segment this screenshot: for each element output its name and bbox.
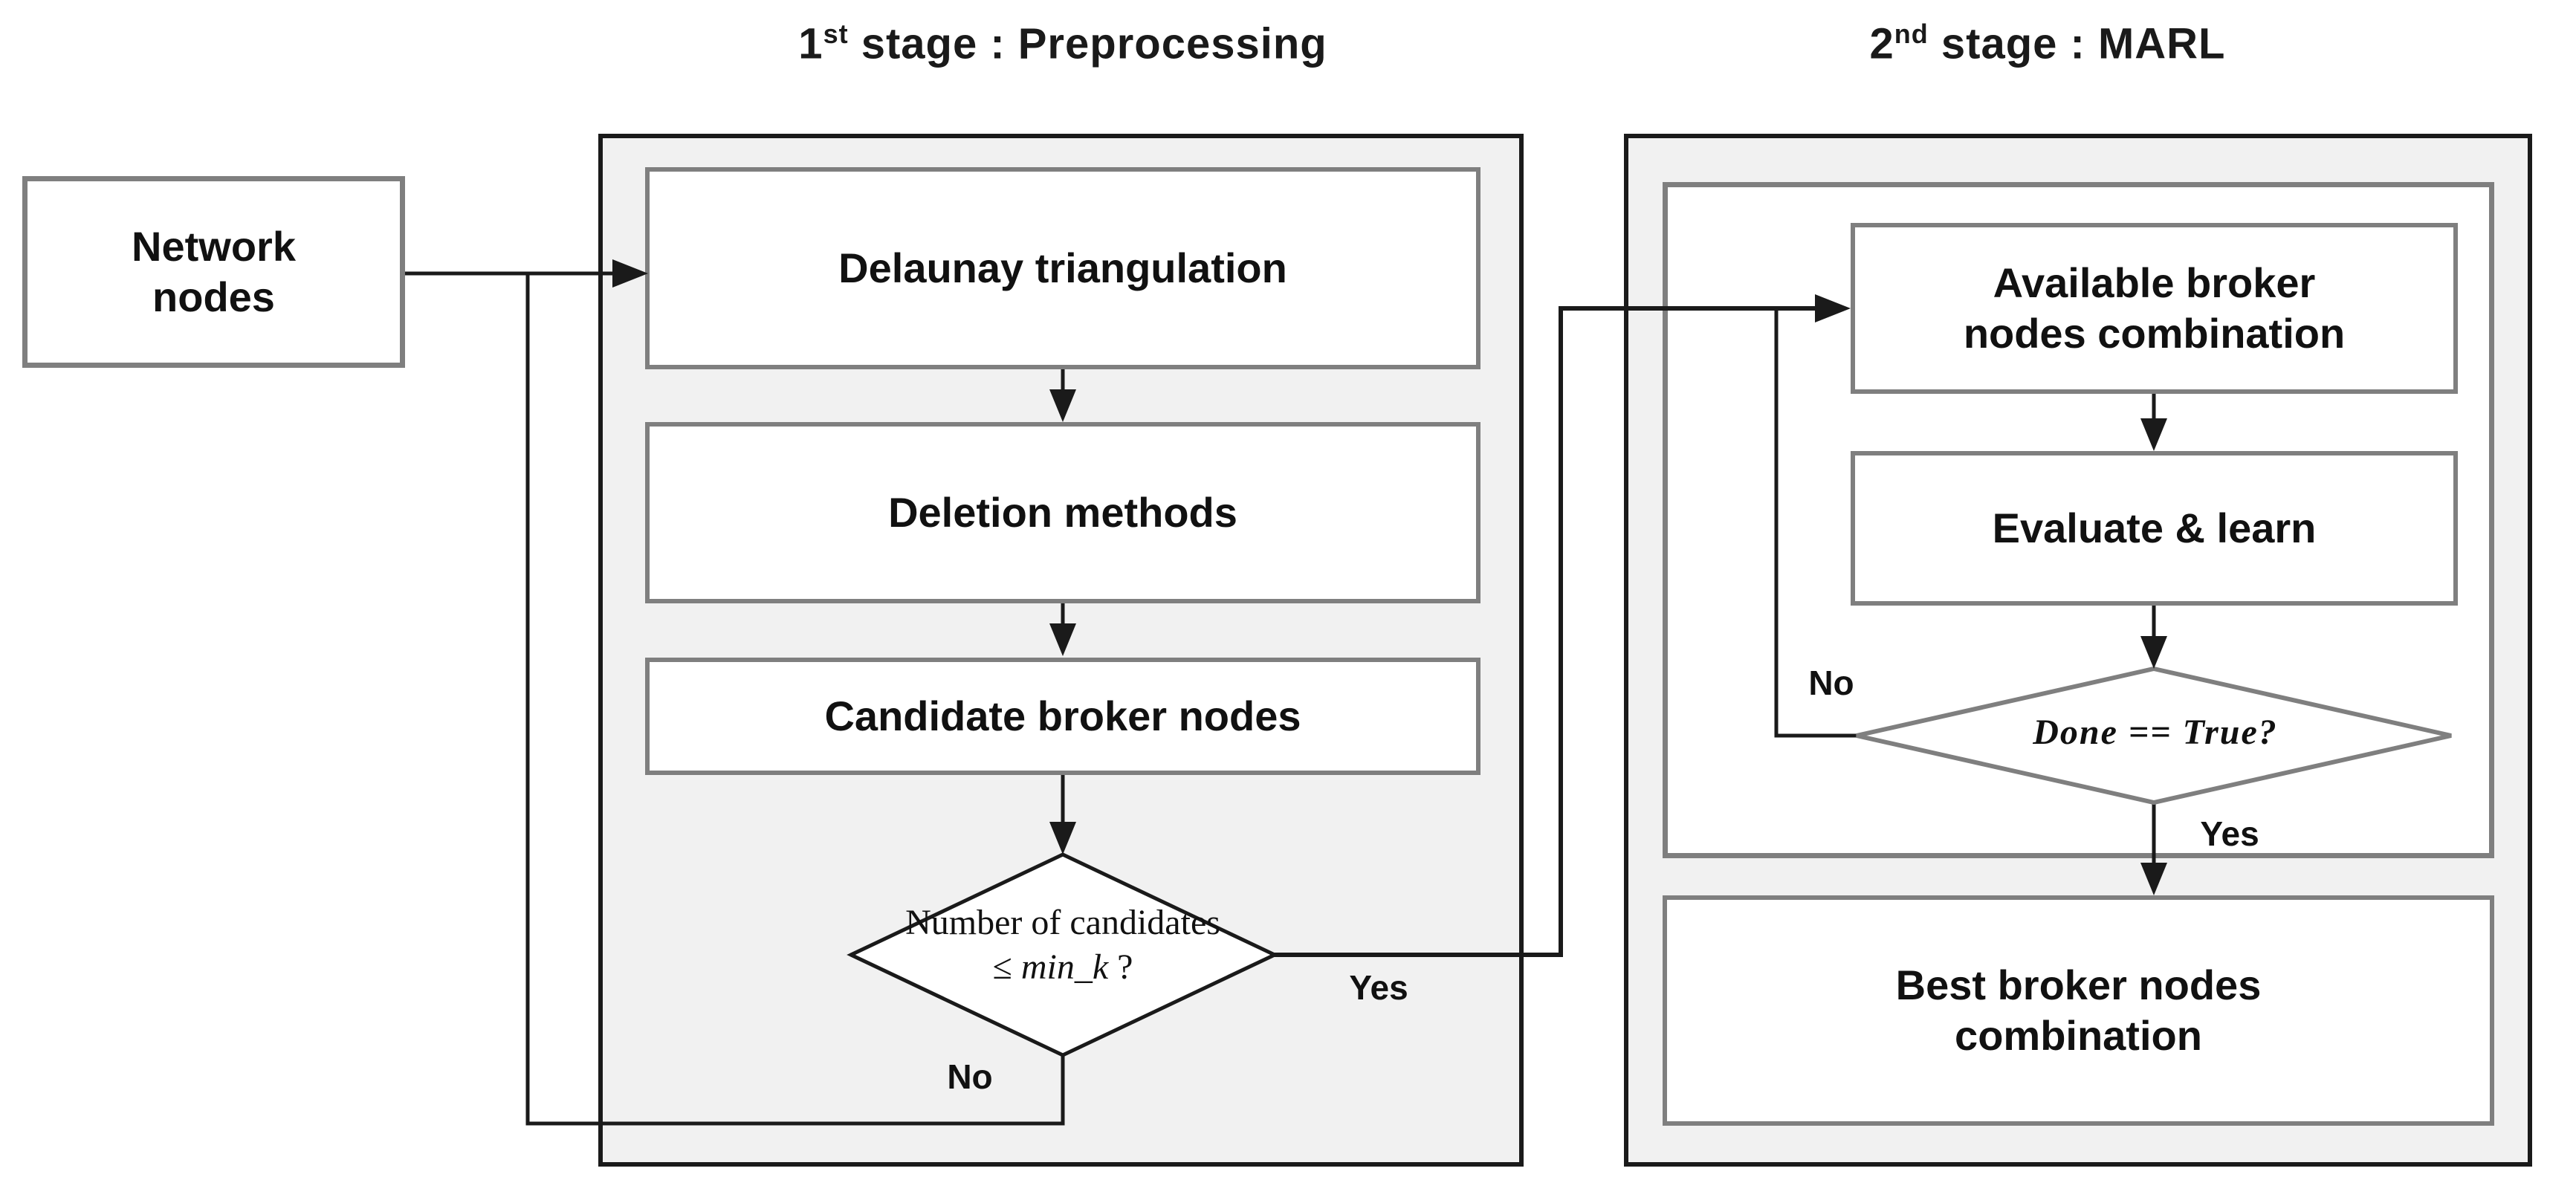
decision1-text: Number of candidates ≤ min_k ? [851, 901, 1275, 990]
decision1-line2: ≤ min_k ? [851, 945, 1275, 990]
deletion-methods-label: Deletion methods [888, 488, 1237, 536]
evaluate-learn-box: Evaluate & learn [1851, 451, 2458, 606]
decision1-q: ? [1108, 947, 1133, 987]
candidate-broker-nodes-label: Candidate broker nodes [824, 692, 1301, 739]
stage2-title-num: 2 [1869, 19, 1894, 68]
network-nodes-box: Network nodes [22, 176, 405, 368]
candidate-broker-nodes-box: Candidate broker nodes [645, 658, 1480, 775]
delaunay-triangulation-box: Delaunay triangulation [645, 167, 1480, 369]
stage1-title-rest: stage : Preprocessing [848, 19, 1327, 68]
stage1-title-sup: st [823, 19, 849, 49]
stage2-title-sup: nd [1894, 19, 1929, 49]
decision1-math: min_k [1020, 947, 1109, 987]
decision2-no-label: No [1808, 664, 1854, 702]
stage2-title: 2nd stage : MARL [1620, 19, 2475, 68]
decision2-text: Done == True? [2033, 713, 2278, 752]
available-broker-nodes-box: Available broker nodes combination [1851, 223, 2458, 394]
delaunay-triangulation-label: Delaunay triangulation [838, 244, 1287, 291]
decision1-yes-label: Yes [1349, 968, 1408, 1007]
best-broker-nodes-box: Best broker nodes combination [1663, 895, 2494, 1126]
decision1-le: ≤ [992, 947, 1021, 987]
available-broker-nodes-label: Available broker nodes combination [1963, 259, 2346, 357]
stage2-title-rest: stage : MARL [1928, 19, 2226, 68]
decision1-no-label: No [947, 1057, 993, 1096]
deletion-methods-box: Deletion methods [645, 422, 1480, 603]
evaluate-learn-label: Evaluate & learn [1992, 504, 2317, 551]
stage1-title-num: 1 [798, 19, 823, 68]
stage1-title: 1st stage : Preprocessing [639, 19, 1486, 68]
best-broker-nodes-label: Best broker nodes combination [1895, 961, 2262, 1059]
decision1-line1: Number of candidates [905, 903, 1220, 942]
decision2-yes-label: Yes [2200, 814, 2259, 853]
network-nodes-label: Network nodes [132, 222, 296, 320]
